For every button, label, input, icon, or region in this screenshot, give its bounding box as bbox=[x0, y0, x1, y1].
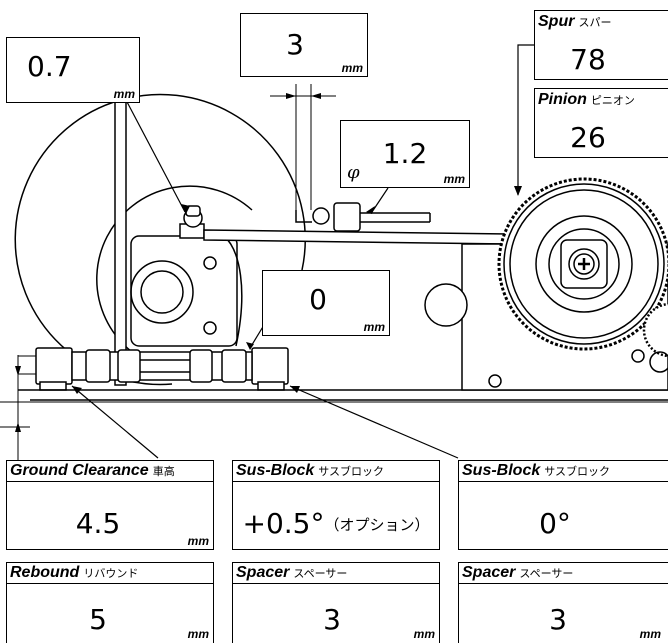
width-unit: mm bbox=[341, 61, 363, 75]
sus-block-front-title: Sus-Block bbox=[236, 462, 315, 479]
side-gap-value: 0 bbox=[309, 283, 327, 316]
leader-lines bbox=[71, 44, 668, 459]
top-gap-value: 0.7 bbox=[27, 50, 72, 83]
rebound-unit: mm bbox=[187, 627, 209, 641]
spacer-front-title: Spacer bbox=[236, 564, 290, 581]
hub-carrier bbox=[114, 84, 243, 386]
top-gap-callout: 0.7 mm bbox=[6, 37, 140, 103]
sus-block-rear-title-jp: サスブロック bbox=[544, 465, 611, 478]
spur-title-en: Spur bbox=[538, 13, 575, 30]
spacer-rear-value: 3 bbox=[549, 603, 567, 636]
spacer-front-value: 3 bbox=[323, 603, 341, 636]
top-gap-unit: mm bbox=[113, 87, 135, 101]
rod-callout: φ 1.2 mm bbox=[340, 120, 470, 188]
spur-value: 78 bbox=[570, 43, 606, 76]
sus-block-rear-value: 0° bbox=[539, 507, 571, 540]
sus-block-rear-title: Sus-Block bbox=[462, 462, 541, 479]
chassis-plate bbox=[0, 389, 668, 403]
rod-value: 1.2 bbox=[382, 137, 428, 170]
suspension-arm bbox=[18, 347, 289, 391]
sus-block-front-angle: +0.5° bbox=[242, 507, 325, 540]
pinion-title-jp: ピニオン bbox=[590, 94, 635, 107]
rod-unit: mm bbox=[443, 172, 465, 186]
rebound-title: Rebound bbox=[10, 564, 80, 581]
spacer-rear-title-jp: スペーサー bbox=[519, 567, 574, 580]
ball-stud bbox=[179, 205, 205, 239]
side-gap-unit: mm bbox=[363, 320, 385, 334]
width-callout: 3 mm bbox=[240, 13, 368, 77]
ground-clearance-title: Ground Clearance bbox=[10, 462, 149, 479]
rebound-value: 5 bbox=[89, 603, 107, 636]
pinion-title-en: Pinion bbox=[538, 91, 587, 108]
sus-block-front-value: +0.5°（オプション） bbox=[233, 507, 439, 540]
spacer-front-title-jp: スペーサー bbox=[293, 567, 348, 580]
pinion-gear bbox=[642, 302, 668, 373]
rod-symbol: φ bbox=[347, 162, 360, 183]
ground-clearance-title-jp: 車高 bbox=[152, 465, 175, 478]
width-dimension bbox=[270, 84, 336, 214]
width-value: 3 bbox=[286, 28, 304, 61]
sus-block-front-note: （オプション） bbox=[324, 516, 430, 534]
side-gap-callout: 0 mm bbox=[262, 270, 390, 336]
spur-title-jp: スパー bbox=[578, 16, 612, 29]
spur-gear bbox=[497, 177, 668, 351]
ride-height-dimension bbox=[0, 355, 30, 460]
ground-clearance-unit: mm bbox=[187, 534, 209, 548]
rebound-title-jp: リバウンド bbox=[83, 567, 139, 580]
sus-block-front-title-jp: サスブロック bbox=[318, 465, 385, 478]
spacer-rear-title: Spacer bbox=[462, 564, 516, 581]
ground-clearance-value: 4.5 bbox=[75, 507, 121, 540]
spacer-front-unit: mm bbox=[413, 627, 435, 641]
pinion-value: 26 bbox=[570, 121, 606, 154]
spacer-rear-unit: mm bbox=[639, 627, 661, 641]
